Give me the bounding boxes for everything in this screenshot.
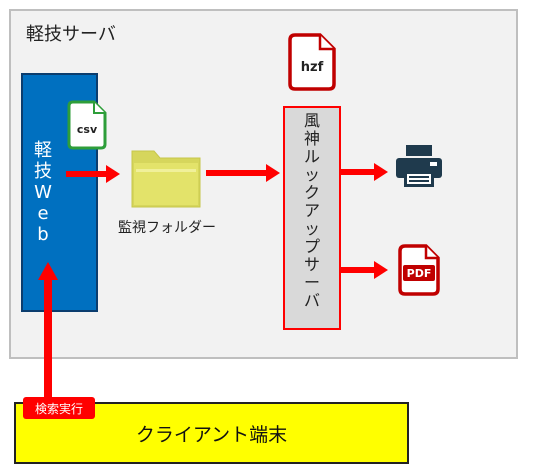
search-execute-badge: 検索実行	[23, 397, 95, 419]
pdf-file-label: PDF	[407, 267, 432, 280]
arrow-folder-to-server	[206, 164, 280, 182]
arrow-to-printer	[341, 163, 388, 181]
csv-file-icon: csv	[67, 100, 107, 150]
hzf-file-label: hzf	[301, 60, 324, 75]
arrow-client-to-web	[38, 262, 58, 406]
folder-icon	[131, 150, 201, 208]
printer-icon	[396, 145, 442, 187]
lookup-server-label: 風 神 ル ッ ク ア ッ プ サ ー バ	[303, 111, 320, 310]
csv-file-label: csv	[77, 123, 98, 136]
pdf-file-icon: PDF	[398, 244, 440, 296]
web-app-label: 軽 技 W e b	[34, 140, 52, 245]
arrow-to-pdf	[341, 261, 388, 279]
arrow-web-to-folder	[66, 165, 120, 183]
server-title: 軽技サーバ	[26, 24, 116, 45]
hzf-file-icon: hzf	[288, 33, 336, 91]
client-terminal-label: クライアント端末	[135, 423, 288, 446]
monitor-folder-label: 監視フォルダー	[118, 220, 216, 236]
lookup-server-box	[283, 106, 341, 330]
